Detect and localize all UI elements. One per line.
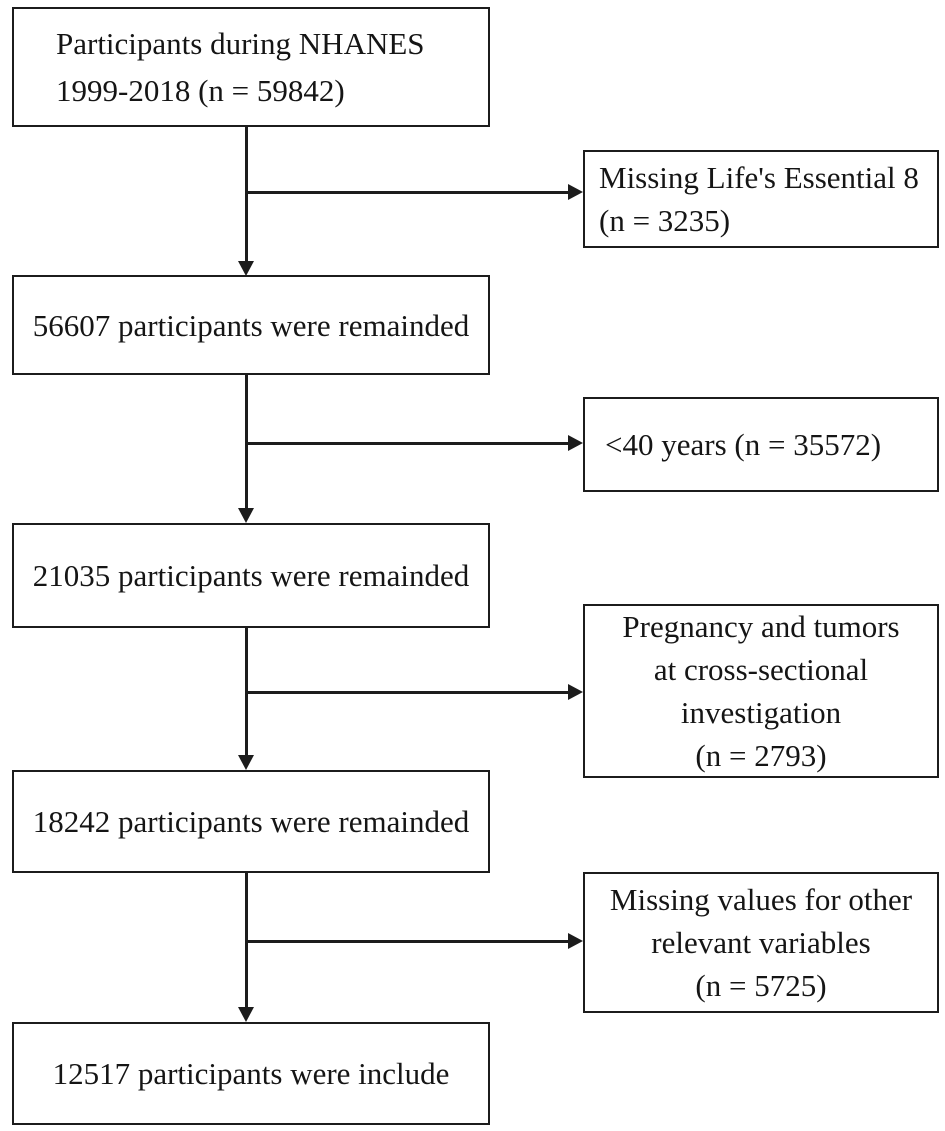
node-text-line: Pregnancy and tumors <box>622 609 900 644</box>
arrow-down-icon <box>238 1007 254 1022</box>
node-text-line: Participants during NHANES <box>56 26 425 61</box>
node-text-line: 56607 participants were remainded <box>32 307 470 343</box>
arrow-down-icon <box>238 755 254 770</box>
node-text-line: (n = 5725) <box>695 968 827 1003</box>
connector-line-horizontal <box>246 442 568 445</box>
node-remaining-21035: 21035 participants were remainded <box>12 523 490 628</box>
node-text-line: 12517 participants were include <box>52 1056 450 1091</box>
node-excluded-under-40: <40 years (n = 35572) <box>583 397 939 492</box>
node-text-line: (n = 2793) <box>695 738 827 773</box>
node-text-line: investigation <box>680 695 842 730</box>
arrow-right-icon <box>568 933 583 949</box>
node-excluded-missing-le8: Missing Life's Essential 8 (n = 3235) <box>583 150 939 248</box>
node-text-line: Missing values for other <box>609 882 913 917</box>
node-included-12517: 12517 participants were include <box>12 1022 490 1125</box>
node-text-line: Missing Life's Essential 8 <box>599 160 919 195</box>
arrow-right-icon <box>568 684 583 700</box>
arrow-right-icon <box>568 184 583 200</box>
arrow-right-icon <box>568 435 583 451</box>
node-text-line: 18242 participants were remainded <box>32 804 470 839</box>
connector-line-horizontal <box>246 191 568 194</box>
connector-line-vertical <box>245 127 248 263</box>
connector-line-horizontal <box>246 940 568 943</box>
node-participants-nhanes: Participants during NHANES 1999-2018 (n … <box>12 7 490 127</box>
node-text-line: <40 years (n = 35572) <box>605 427 882 462</box>
connector-line-horizontal <box>246 691 568 694</box>
arrow-down-icon <box>238 261 254 276</box>
node-text-line: 21035 participants were remainded <box>32 558 470 593</box>
node-remaining-18242: 18242 participants were remainded <box>12 770 490 873</box>
node-excluded-pregnancy-tumors: Pregnancy and tumors at cross-sectional … <box>583 604 939 778</box>
node-text-line: at cross-sectional <box>653 652 869 687</box>
node-excluded-missing-values: Missing values for other relevant variab… <box>583 872 939 1013</box>
arrow-down-icon <box>238 508 254 523</box>
node-text-line: (n = 3235) <box>599 203 731 238</box>
node-text-line: 1999-2018 (n = 59842) <box>56 73 345 108</box>
node-remaining-56607: 56607 participants were remainded <box>12 275 490 375</box>
node-text-line: relevant variables <box>651 925 871 960</box>
